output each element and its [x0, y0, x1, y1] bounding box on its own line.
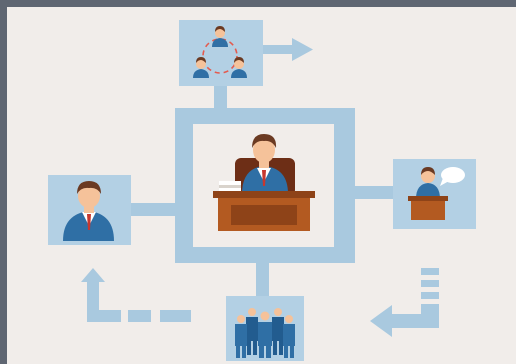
speaker-at-podium-icon [408, 167, 465, 220]
team-group-icon [235, 308, 295, 358]
connector-top [214, 86, 227, 111]
diagram-canvas [7, 7, 516, 364]
feedback-loop-arrow [81, 268, 191, 322]
workforce-node [226, 296, 304, 361]
return-flow-arrow [370, 268, 439, 337]
manager-at-desk-icon [213, 134, 315, 231]
connector-left [130, 203, 176, 216]
connectors [130, 86, 394, 296]
central-node [175, 108, 355, 263]
connector-right [354, 186, 394, 199]
employee-portrait-icon [63, 181, 114, 241]
meeting-output-arrow [263, 38, 313, 61]
employee-node [48, 175, 131, 245]
org-structure-diagram [48, 20, 476, 361]
speaker-node [393, 159, 476, 229]
connector-bottom [256, 262, 269, 296]
team-meeting-node [179, 20, 313, 86]
meeting-cycle-icon [193, 26, 247, 78]
